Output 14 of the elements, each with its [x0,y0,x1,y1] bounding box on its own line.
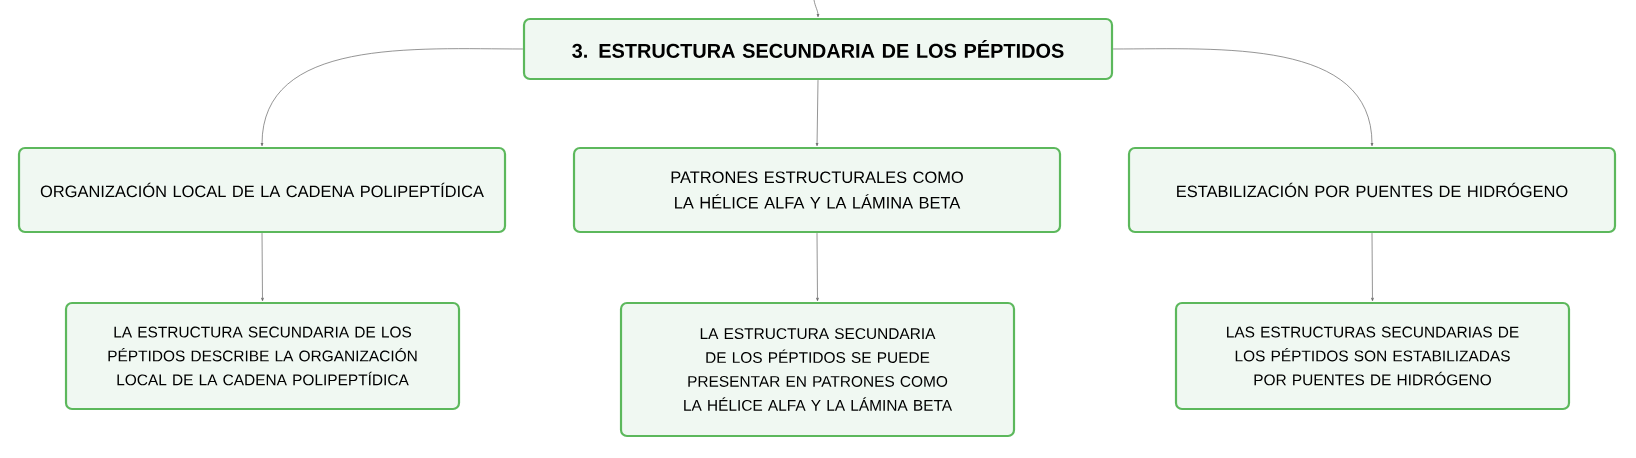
connector-arrow [1112,48,1374,147]
description-box: LAS ESTRUCTURAS SECUNDARIAS DE LOS PÉPTIDOS SON ESTABILIZADAS POR PUENTES DE HIDRÓGENO [1174,301,1571,411]
connector-arrow [1371,232,1374,302]
connector-arrow [816,232,819,302]
description-box: LA ESTRUCTURA SECUNDARIA DE LOS PÉPTIDOS DESCRIBE LA ORGANIZACIÓN LOCAL DE LA CADENA POLIPEPTÍDICA [64,301,461,411]
connector-arrow [813,0,820,18]
description-box: LA ESTRUCTURA SECUNDARIA DE LOS PÉPTIDOS SE PUEDE PRESENTAR EN PATRONES COMO LA HÉLICE ALFA Y LA LÁMINA BETA [619,301,1016,438]
connector-arrow [815,79,819,147]
topic-box: ESTABILIZACIÓN POR PUENTES DE HIDRÓGENO [1127,146,1617,234]
connector-arrow [260,48,524,147]
title-box: 3. ESTRUCTURA SECUNDARIA DE LOS PÉPTIDOS [522,17,1114,81]
topic-box: ORGANIZACIÓN LOCAL DE LA CADENA POLIPEPTÍDICA [17,146,507,234]
connector-arrow [261,232,264,302]
topic-box: PATRONES ESTRUCTURALES COMO LA HÉLICE ALFA Y LA LÁMINA BETA [572,146,1062,234]
